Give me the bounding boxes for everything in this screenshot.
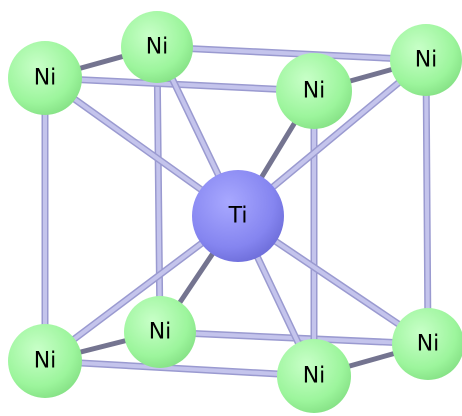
atom-label: Ni	[303, 79, 326, 104]
bond-ni-back-top-left-to-ni-back-bottom-left	[153, 43, 164, 336]
atom-label: Ni	[34, 349, 57, 374]
atom-label: Ni	[34, 66, 57, 91]
atom-label: Ni	[303, 364, 326, 389]
nickel-sphere	[276, 53, 352, 129]
atom-ni-back-top-right: Ni	[390, 24, 462, 96]
atom-label: Ni	[417, 332, 440, 357]
bond-core	[155, 45, 428, 62]
atom-label: Ni	[149, 320, 172, 345]
atom-ni-back-bottom-left: Ni	[124, 296, 196, 368]
titanium-sphere	[192, 170, 284, 262]
atom-ti-center: Ti	[192, 170, 284, 262]
bond-core	[424, 58, 430, 346]
atom-label: Ni	[146, 35, 169, 60]
atom-label: Ti	[228, 204, 248, 229]
bond-ni-back-top-left-to-ni-back-top-right	[153, 43, 430, 64]
atom-ni-front-top-left: Ni	[8, 41, 82, 115]
atom-ni-front-top-right: Ni	[276, 53, 352, 129]
nickel-sphere	[124, 296, 196, 368]
nickel-sphere	[392, 308, 462, 380]
atom-ni-front-bottom-right: Ni	[277, 339, 351, 413]
bond-core	[43, 359, 316, 378]
bond-ni-back-top-right-to-ni-back-bottom-right	[422, 56, 432, 348]
atom-label: Ni	[415, 48, 438, 73]
nickel-sphere	[277, 339, 351, 413]
bond-core	[43, 76, 316, 93]
bond-ni-front-top-left-to-ni-front-top-right	[41, 74, 318, 95]
atom-ni-back-top-left: Ni	[121, 11, 193, 83]
atom-ni-back-bottom-right: Ni	[392, 308, 462, 380]
atom-ni-front-bottom-left: Ni	[8, 324, 82, 398]
nickel-sphere	[8, 41, 82, 115]
nickel-sphere	[390, 24, 462, 96]
nickel-sphere	[8, 324, 82, 398]
bond-core	[155, 45, 162, 334]
nickel-sphere	[121, 11, 193, 83]
bond-ni-front-bottom-left-to-ni-front-bottom-right	[41, 357, 318, 380]
